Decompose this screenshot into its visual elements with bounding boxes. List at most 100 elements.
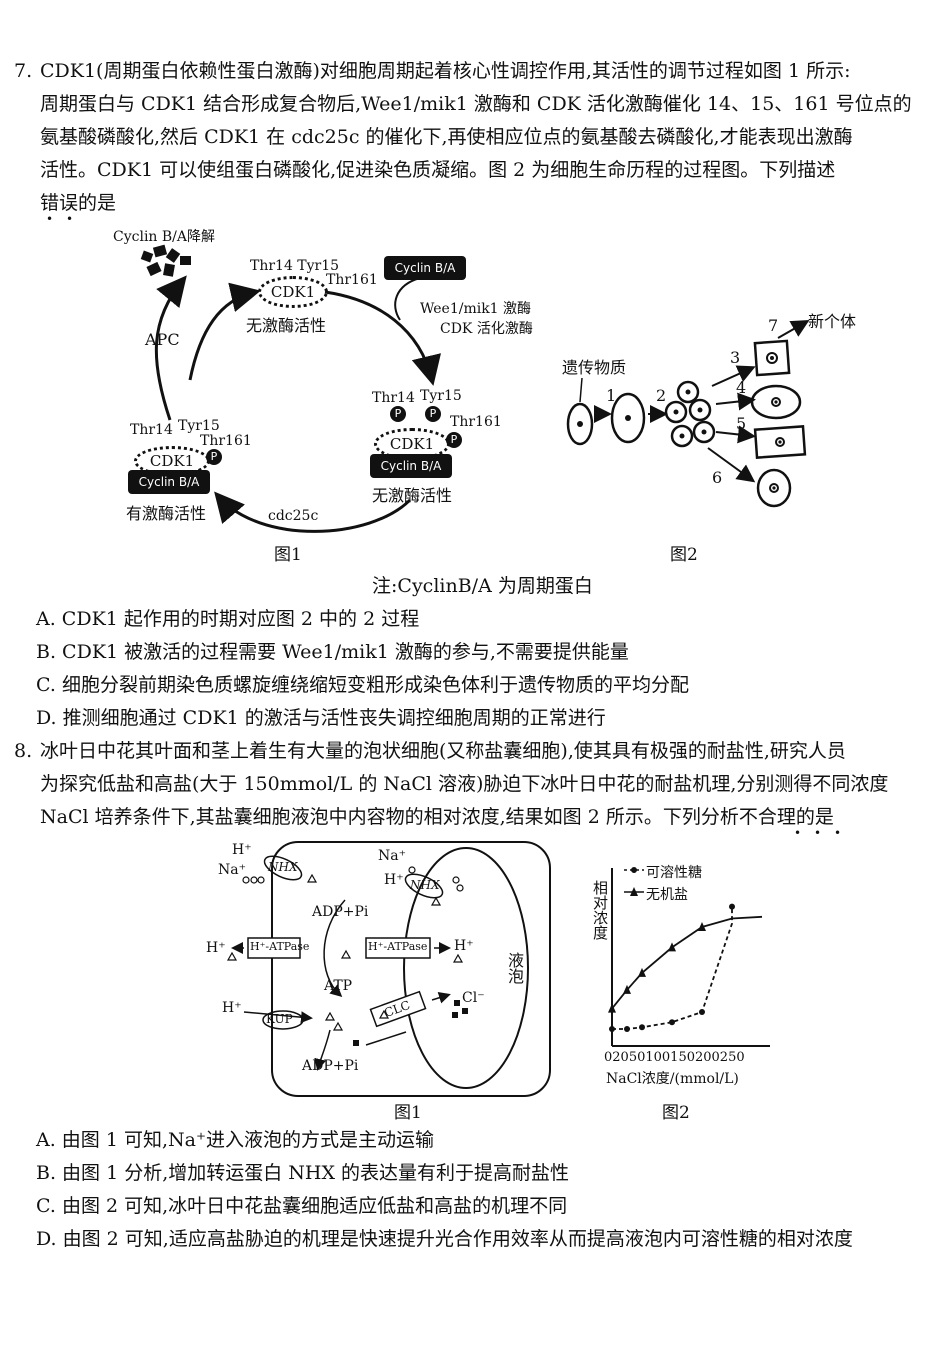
cl-ion-label: Cl⁻ [462, 990, 485, 1006]
apc-label: APC [145, 330, 180, 349]
data-point [639, 1024, 645, 1031]
figure-caption: 图1 [394, 1103, 422, 1123]
h-atpase-label: H⁺-ATPase [250, 940, 310, 953]
new-individual-label: 新个体 [808, 312, 857, 331]
legend-marker-triangle [630, 887, 638, 896]
figure-caption: 图2 [662, 1103, 690, 1123]
q8-line-1: 冰叶日中花其叶面和茎上着生有大量的泡状细胞(又称盐囊细胞),使其具有极强的耐盐性… [40, 740, 846, 762]
option-d: D. 推测细胞通过 CDK1 的激活与活性丧失调控细胞周期的正常进行 [36, 707, 606, 729]
q7-line-4: 活性。CDK1 可以使组蛋白磷酸化,促进染色质凝缩。图 2 为细胞生命历程的过程… [40, 159, 836, 181]
tyr15-label: Tyr15 [178, 418, 220, 434]
wee-label: Wee1/mik1 激酶 [420, 301, 532, 317]
option-c: C. 由图 2 可知,冰叶日中花盐囊细胞适应低盐和高盐的机理不同 [36, 1195, 568, 1217]
q7-line-1: CDK1(周期蛋白依赖性蛋白激酶)对细胞周期起着核心性调控作用,其活性的调节过程… [40, 60, 851, 82]
na-ion-label: Na⁺ [378, 848, 406, 864]
question-number: 7. [14, 60, 33, 82]
data-point [698, 922, 706, 931]
h-ion-label: H⁺ [232, 842, 252, 858]
nhx-transporter-label: NHX [268, 860, 298, 874]
process-number: 5 [736, 414, 747, 433]
thr161-label: Thr161 [450, 414, 502, 430]
data-point [729, 903, 735, 910]
kup-transporter-label: KUP [266, 1012, 293, 1026]
emphasis-dot: • [834, 826, 842, 840]
vacuole-label: 液泡 [505, 952, 524, 984]
tyr15-label: Tyr15 [420, 388, 462, 404]
atp-label: ATP [324, 978, 353, 994]
h-atpase-label: H⁺-ATPase [368, 940, 428, 953]
degrade-label: Cyclin B/A降解 [113, 229, 215, 245]
phosphate-icon: P [425, 406, 441, 422]
q8-line-2: 为探究低盐和高盐(大于 150mmol/L 的 NaCl 溶液)胁迫下冰叶日中花… [40, 773, 889, 795]
data-point [668, 942, 676, 952]
adp-pi-label: ADP+Pi [302, 1058, 359, 1074]
h-ion-label: H⁺ [206, 940, 226, 956]
series-line-1 [611, 915, 763, 1010]
process-number: 4 [736, 378, 747, 397]
data-point [608, 1003, 616, 1013]
cyclin-block: Cyclin B/A [370, 454, 452, 478]
emphasis-dot: • [46, 212, 54, 226]
cyclin-block: Cyclin B/A [128, 470, 210, 494]
no-activity-label: 无激酶活性 [246, 316, 327, 335]
process-number: 3 [730, 348, 741, 367]
data-point [624, 1026, 630, 1032]
no-activity-label: 无激酶活性 [372, 486, 453, 505]
emphasis-dot: • [66, 212, 74, 226]
thr161-label: Thr161 [326, 272, 378, 288]
series-line-0 [612, 906, 733, 1030]
data-point [609, 1026, 615, 1032]
figure-caption: 图2 [670, 545, 698, 565]
cyclin-block: Cyclin B/A [384, 256, 466, 280]
phosphate-icon: P [390, 406, 406, 422]
h-ion-label: H⁺ [384, 872, 404, 888]
data-point [699, 1009, 705, 1015]
phosphate-icon: P [446, 432, 462, 448]
phosphate-icon: P [206, 449, 222, 465]
h-ion-label: H⁺ [454, 938, 474, 954]
data-point [669, 1019, 675, 1026]
legend-marker-dot [631, 867, 637, 873]
cdk1-oval: CDK1 [258, 276, 328, 308]
data-point [623, 984, 631, 994]
q7-line-5: 错误的是 [40, 192, 117, 214]
question-number: 8. [14, 740, 33, 762]
q7-line-2: 周期蛋白与 CDK1 结合形成复合物后,Wee1/mik1 激酶和 CDK 活化… [40, 93, 912, 115]
option-b: B. CDK1 被激活的过程需要 Wee1/mik1 激酶的参与,不需要提供能量 [36, 641, 629, 663]
genetic-material-label: 遗传物质 [562, 358, 627, 377]
emphasis-dot: • [814, 826, 822, 840]
adp-pi-label: ADP+Pi [312, 904, 369, 920]
q8-line-3: NaCl 培养条件下,其盐囊细胞液泡中内容物的相对浓度,结果如图 2 所示。下列… [40, 806, 834, 828]
option-d: D. 由图 2 可知,适应高盐胁迫的机理是快速提升光合作用效率从而提高液泡内可溶… [36, 1228, 853, 1250]
process-number: 7 [768, 316, 779, 335]
option-b: B. 由图 1 分析,增加转运蛋白 NHX 的表达量有利于提高耐盐性 [36, 1162, 570, 1184]
figure-note: 注:CyclinB/A 为周期蛋白 [372, 575, 593, 597]
has-activity-label: 有激酶活性 [126, 504, 207, 523]
q7-line-3: 氨基酸磷酸化,然后 CDK1 在 cdc25c 的催化下,再使相应位点的氨基酸去… [40, 126, 853, 148]
option-c: C. 细胞分裂前期染色质螺旋缠绕缩短变粗形成染色体利于遗传物质的平均分配 [36, 674, 689, 696]
thr14-tyr15-label: Thr14 Tyr15 [250, 258, 340, 274]
emphasis-dot: • [794, 826, 802, 840]
chart-xlabel: NaCl浓度/(mmol/L) [606, 1071, 739, 1087]
legend-soluble-sugar: 可溶性糖 [646, 865, 702, 881]
na-ion-label: Na⁺ [218, 862, 246, 878]
legend-inorganic-salt: 无机盐 [646, 887, 688, 903]
nhx-transporter-label: NHX [410, 878, 440, 892]
process-number: 6 [712, 468, 723, 487]
process-number: 1 [606, 386, 617, 405]
chart-xtick-labels: 02050100150200250 [604, 1050, 745, 1065]
degraded-fragments-icon [140, 244, 195, 280]
option-a: A. 由图 1 可知,Na⁺进入液泡的方式是主动运输 [36, 1129, 434, 1151]
cdc25c-label: cdc25c [268, 508, 319, 524]
process-number: 2 [656, 386, 667, 405]
option-a: A. CDK1 起作用的时期对应图 2 中的 2 过程 [36, 608, 420, 630]
data-point [638, 967, 646, 977]
h-ion-label: H⁺ [222, 1000, 242, 1016]
chart-ylabel: 相对浓度 [591, 880, 609, 940]
figure-caption: 图1 [274, 545, 302, 565]
thr14-label: Thr14 [130, 422, 173, 438]
